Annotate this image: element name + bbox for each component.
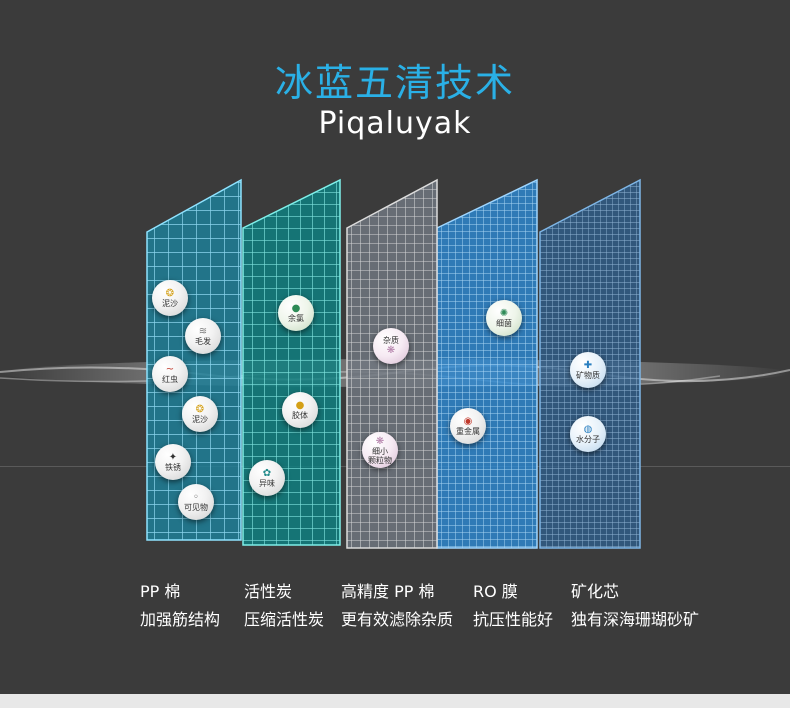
bubble-label: 泥沙 (162, 299, 178, 308)
filter-desc-precision: 更有效滤除杂质 (341, 610, 454, 629)
filter-name-ro: RO 膜 (473, 582, 518, 601)
bubble-label: 细菌 (496, 319, 512, 328)
sediment-bubble-2: ❂ 泥沙 (182, 396, 218, 432)
bubble-label: 泥沙 (192, 415, 208, 424)
footer-strip (0, 694, 790, 708)
filter-desc-ro: 抗压性能好 (473, 610, 554, 629)
particle-icon: ◦ (193, 492, 199, 503)
bubble-label: 余氯 (288, 314, 304, 323)
chlorine-icon: ● (291, 303, 301, 314)
bubble-label: 毛发 (195, 337, 211, 346)
colloid-bubble: ● 胶体 (282, 392, 318, 428)
odor-bubble: ✿ 异味 (249, 460, 285, 496)
odor-icon: ✿ (262, 468, 272, 479)
bubble-label: 胶体 (292, 411, 308, 420)
bubble-label: 矿物质 (576, 371, 600, 380)
bubble-label: 杂质 (383, 336, 399, 345)
bubble-label: 红虫 (162, 375, 178, 384)
page-title: 冰蓝五清技术 (274, 61, 515, 105)
mineral-icon: ✚ (583, 360, 593, 371)
fine-particle-bubble: ❋ 细小 颗粒物 (362, 432, 398, 468)
filter-desc-mineral: 独有深海珊瑚砂矿 (571, 610, 700, 629)
filter-desc-pp: 加强筋结构 (140, 610, 221, 629)
chlorine-bubble: ● 余氯 (278, 295, 314, 331)
bubble-label: 可见物 (184, 503, 208, 512)
bubble-label: 重金属 (456, 427, 480, 436)
mineral-bubble: ✚ 矿物质 (570, 352, 606, 388)
filter-name-pp: PP 棉 (140, 582, 181, 601)
carbon-filter-panel (242, 178, 341, 546)
sand-icon: ❂ (195, 404, 205, 415)
bubble-label: 颗粒物 (368, 455, 392, 465)
ro-membrane-panel (436, 178, 538, 549)
page-subtitle: Piqaluyak (318, 106, 472, 141)
sand-icon: ❂ (165, 288, 175, 299)
worm-icon: ~ (165, 364, 175, 375)
filter-name-carbon: 活性炭 (244, 582, 293, 601)
colloid-icon: ● (295, 400, 305, 411)
visible-matter-bubble: ◦ 可见物 (178, 484, 214, 520)
bacteria-icon: ✺ (499, 308, 509, 319)
water-molecule-bubble: ◍ 水分子 (570, 416, 606, 452)
filter-desc-carbon: 压缩活性炭 (244, 610, 325, 629)
filter-name-precision: 高精度 PP 棉 (341, 582, 435, 601)
bubble-label: 异味 (259, 479, 275, 488)
bacteria-bubble: ✺ 细菌 (486, 300, 522, 336)
hair-icon: ≋ (198, 326, 208, 337)
impurity-icon: ❋ (386, 345, 396, 356)
rust-icon: ✦ (168, 452, 178, 463)
sediment-bubble: ❂ 泥沙 (152, 280, 188, 316)
impurity-bubble: 杂质 ❋ (373, 328, 409, 364)
particle-icon: ❋ (375, 435, 385, 447)
precision-filter-panel (346, 178, 438, 549)
bubble-label: 细小 (372, 446, 388, 456)
bubble-label: 水分子 (576, 435, 600, 444)
metal-icon: ◉ (463, 416, 473, 427)
heavy-metal-bubble: ◉ 重金属 (450, 408, 486, 444)
water-drop-icon: ◍ (583, 424, 593, 435)
hair-bubble: ≋ 毛发 (185, 318, 221, 354)
red-worm-bubble: ~ 红虫 (152, 356, 188, 392)
filter-name-mineral: 矿化芯 (571, 582, 620, 601)
bubble-label: 铁锈 (165, 463, 181, 472)
rust-bubble: ✦ 铁锈 (155, 444, 191, 480)
